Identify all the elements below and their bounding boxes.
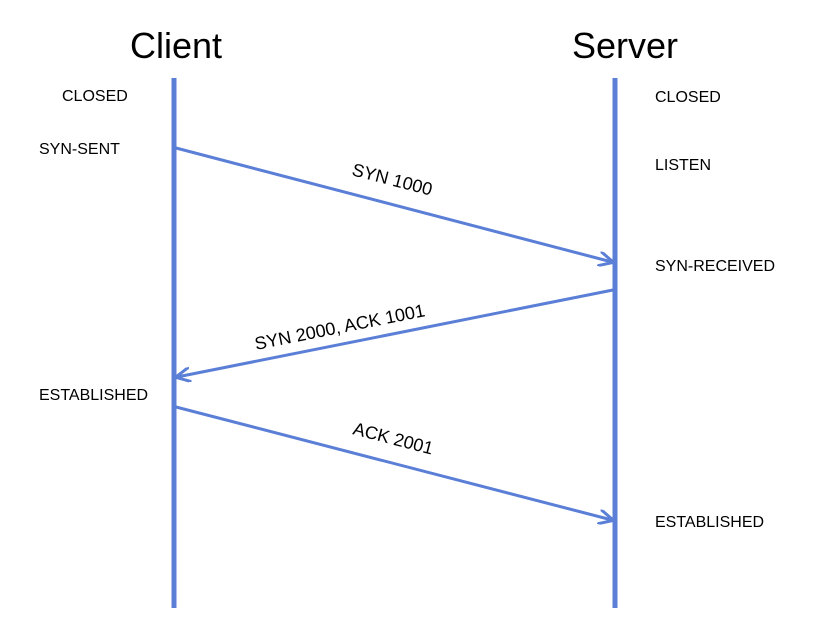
server-state-established: ESTABLISHED: [655, 514, 764, 531]
ack-label: ACK 2001: [351, 419, 435, 459]
client-state-syn-sent: SYN-SENT: [39, 141, 120, 158]
server-state-syn-received: SYN-RECEIVED: [655, 258, 775, 275]
syn-arrow: [175, 146, 612, 262]
server-state-closed: CLOSED: [655, 89, 721, 106]
ack-arrow: [175, 405, 612, 520]
client-state-closed: CLOSED: [62, 88, 128, 105]
client-title: Client: [130, 25, 222, 66]
server-state-listen: LISTEN: [655, 157, 711, 174]
server-title: Server: [572, 25, 678, 66]
client-state-established: ESTABLISHED: [39, 387, 148, 404]
syn-ack-arrow: [177, 288, 614, 377]
syn-label: SYN 1000: [350, 160, 434, 200]
